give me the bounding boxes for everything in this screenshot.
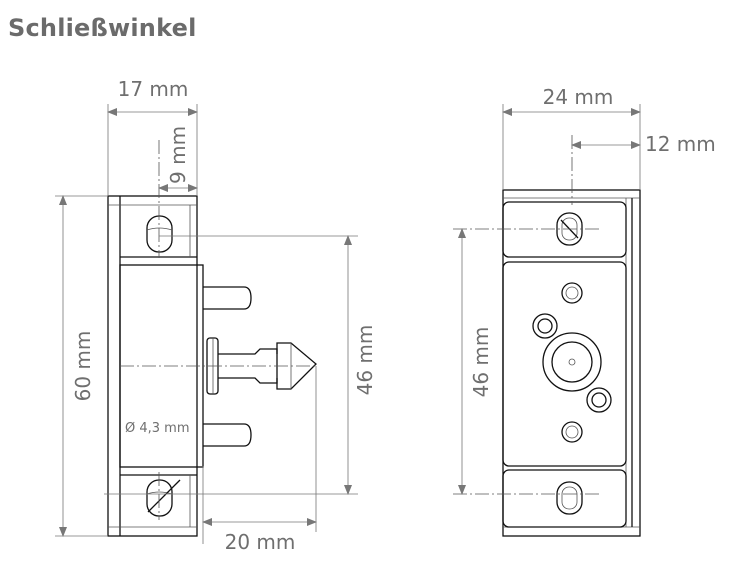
- dim-front-width: 24 mm: [543, 85, 614, 109]
- front-hole-bottom: [561, 421, 583, 443]
- dim-side-width: 17 mm: [118, 77, 189, 101]
- side-upper-screw: [146, 215, 173, 253]
- dim-front-hole-spacing: 46 mm: [469, 327, 493, 398]
- dim-side-height: 60 mm: [71, 331, 95, 402]
- front-view: 24 mm 12 mm 46 mm: [453, 85, 716, 537]
- front-hole-top: [561, 282, 583, 304]
- front-hole-left: [532, 313, 558, 339]
- front-lower-screw: [556, 481, 583, 515]
- side-lower-screw: [146, 479, 181, 517]
- front-center-bolt: [542, 332, 602, 392]
- diagram-title: Schließwinkel: [8, 14, 197, 42]
- dim-side-offset: 9 mm: [166, 126, 190, 184]
- side-upper-pin: [203, 286, 252, 310]
- front-frame: [502, 189, 641, 537]
- side-lower-pin: [203, 423, 252, 447]
- front-hole-right: [586, 387, 612, 413]
- side-view: 17 mm 9 mm 60 mm 46 mm 20 mm Ø 4,3 mm: [55, 77, 377, 554]
- dim-side-pin-length: 20 mm: [225, 530, 296, 554]
- front-body: [502, 261, 627, 467]
- front-lower-block: [502, 469, 627, 528]
- front-upper-block: [502, 201, 627, 258]
- dim-hole-diameter: Ø 4,3 mm: [125, 421, 190, 436]
- dim-side-hole-spacing: 46 mm: [353, 325, 377, 396]
- dim-front-offset: 12 mm: [645, 132, 716, 156]
